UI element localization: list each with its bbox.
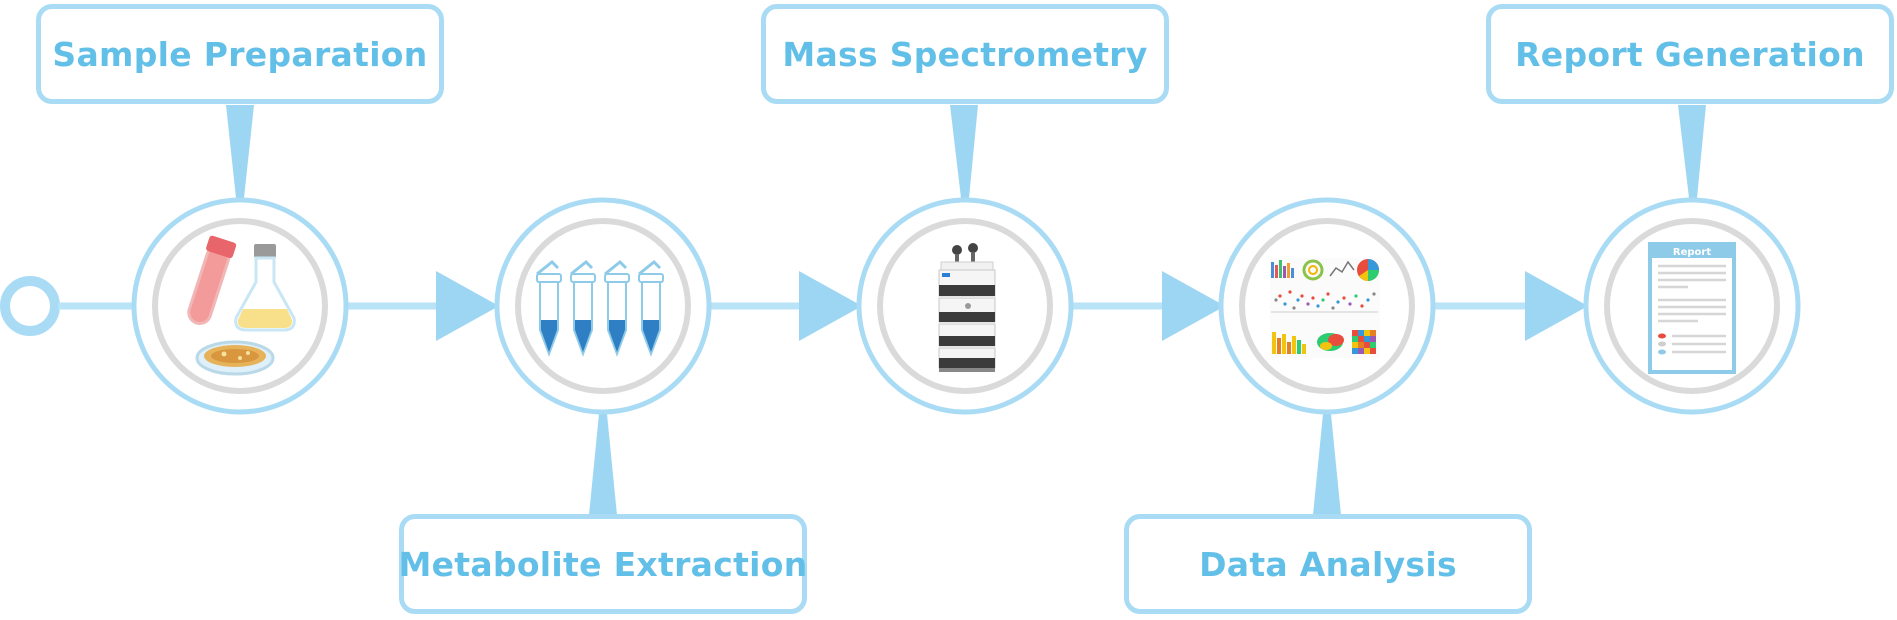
pointer-data-analysis [1313,414,1341,515]
lc-ms-instrument-icon [938,243,996,372]
label-mass-spectrometry-text: Mass Spectrometry [782,34,1148,74]
pointer-sample-preparation [226,105,254,198]
label-sample-preparation: Sample Preparation [36,4,444,104]
callout-pointers [226,105,1706,515]
step-circle-1 [131,197,349,415]
label-data-analysis-text: Data Analysis [1199,544,1457,584]
label-metabolite-extraction: Metabolite Extraction [398,514,808,614]
step-circle-2 [494,197,712,415]
pointer-mass-spectrometry [950,105,978,198]
analysis-plots-icon [1270,258,1380,358]
label-sample-preparation-text: Sample Preparation [52,34,428,74]
report-icon-title: Report [1673,247,1711,258]
label-metabolite-extraction-text: Metabolite Extraction [398,544,808,584]
report-document-icon: Report [1648,242,1736,374]
pointer-report-generation [1678,105,1706,198]
label-report-generation: Report Generation [1486,4,1894,104]
label-mass-spectrometry: Mass Spectrometry [761,4,1169,104]
start-node [0,276,60,336]
label-data-analysis: Data Analysis [1124,514,1532,614]
test-tube-flask-petri-dish-icon [187,235,296,376]
label-report-generation-text: Report Generation [1515,34,1865,74]
pointer-metabolite-extraction [589,414,617,515]
centrifuge-tubes-icon [536,259,664,357]
